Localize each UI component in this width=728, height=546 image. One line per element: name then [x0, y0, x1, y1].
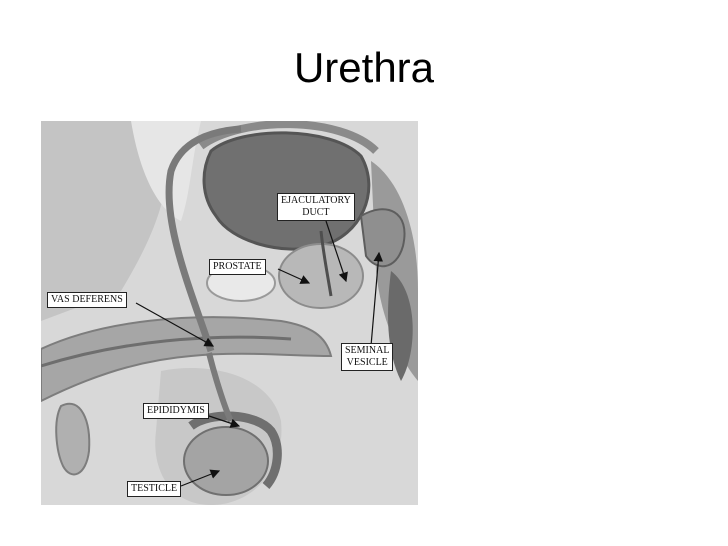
leader-ejaculatory-duct	[325, 220, 348, 283]
epididymis-tube	[188, 411, 282, 489]
prostate-gland	[278, 243, 364, 309]
label-epididymis: EPIDIDYMIS	[143, 403, 209, 419]
glans	[55, 402, 91, 476]
label-vas-deferens: VAS DEFERENS	[47, 292, 127, 308]
label-seminal-vesicle: SEMINAL VESICLE	[341, 343, 394, 371]
label-testicle: TESTICLE	[127, 481, 182, 497]
anatomy-illustration: EJACULATORY DUCT PROSTATE VAS DEFERENS S…	[41, 121, 418, 505]
label-prostate: PROSTATE	[209, 259, 266, 275]
abdominal-wall	[41, 121, 168, 321]
leader-seminal-vesicle	[370, 251, 384, 347]
seminal-vesicle-gland	[359, 208, 406, 268]
label-ejaculatory-duct-line1: EJACULATORY	[281, 195, 351, 206]
bladder	[202, 131, 371, 251]
leader-prostate	[277, 268, 311, 284]
leader-vas-deferens	[135, 302, 215, 347]
slide-title: Urethra	[293, 44, 435, 91]
urethra-channel	[41, 335, 292, 368]
label-seminal-vesicle-line1: SEMINAL	[345, 345, 390, 356]
leader-testicle	[180, 469, 221, 487]
vas-deferens-lower	[206, 352, 234, 423]
anatomy-drawing	[41, 121, 418, 505]
leader-epididymis	[205, 414, 241, 428]
vas-deferens-tube	[165, 125, 242, 353]
label-seminal-vesicle-line2: VESICLE	[346, 357, 388, 368]
label-ejaculatory-duct-line2: DUCT	[302, 207, 330, 218]
ejaculatory-duct-tube	[319, 230, 333, 297]
testicle-gland	[183, 426, 269, 496]
label-ejaculatory-duct: EJACULATORY DUCT	[277, 193, 355, 221]
vas-loop-upper	[198, 121, 379, 154]
anal-canal	[388, 271, 413, 381]
